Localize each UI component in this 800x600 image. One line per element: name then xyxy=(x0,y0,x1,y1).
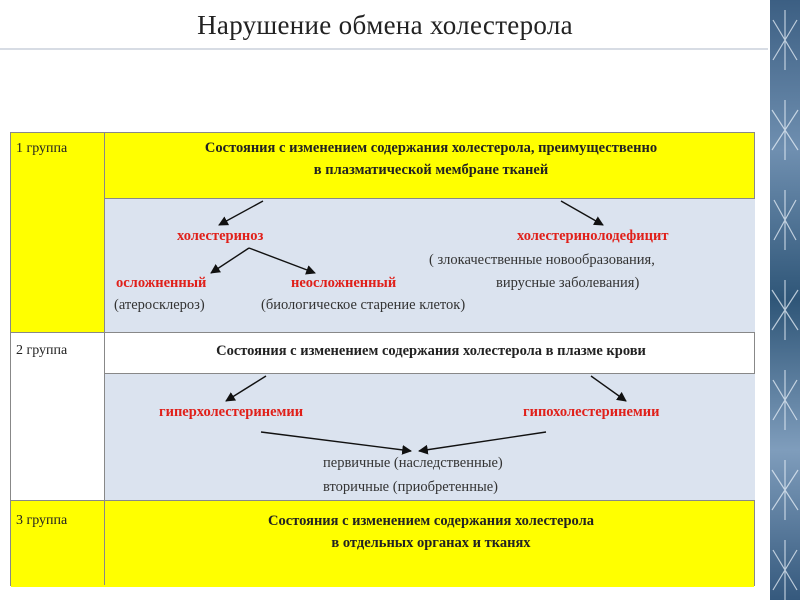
group3-label: 3 группа xyxy=(16,513,68,528)
group1-note-left-1: (атеросклероз) xyxy=(114,297,205,313)
title-divider xyxy=(0,48,768,50)
arrow-to-sub-left-2 xyxy=(248,247,316,275)
row-divider xyxy=(11,332,754,333)
group1-note-right-2: вирусные заболевания) xyxy=(496,275,640,291)
group3-row xyxy=(11,501,754,587)
group1-label: 1 группа xyxy=(16,141,68,156)
group1-sub-left-2: неосложненный xyxy=(291,275,397,291)
arrow-g2-merge-left xyxy=(260,431,412,455)
group1-note-right-1: ( злокачественные новообразования, xyxy=(429,252,655,268)
subrow-divider xyxy=(105,373,755,374)
group2-label: 2 группа xyxy=(16,343,68,358)
group1-heading-line2: в плазматической мембране тканей xyxy=(313,162,549,178)
group1-row xyxy=(11,133,754,198)
group3-heading-line2: в отдельных органах и тканях xyxy=(331,535,531,551)
group1-branch-right: холестеринолодефицит xyxy=(517,228,669,244)
arrows-layer xyxy=(210,200,627,455)
arrow-to-branch-right xyxy=(560,200,604,226)
arrow-to-branch-left xyxy=(218,200,264,226)
group3-heading-line1: Состояния с изменением содержания холест… xyxy=(268,513,594,529)
arrow-to-sub-left-1 xyxy=(210,247,250,274)
classification-table: 1 группа Состояния с изменением содержан… xyxy=(10,132,755,587)
group1-heading-line1: Состояния с изменением содержания холест… xyxy=(204,140,658,156)
group2-branch-left: гиперхолестеринемии xyxy=(159,404,304,420)
group2-branch-right: гипохолестеринемии xyxy=(523,404,660,420)
arrow-g2-left xyxy=(225,375,267,402)
column-divider xyxy=(104,133,105,585)
group1-label-cell xyxy=(11,198,104,332)
subrow-divider xyxy=(105,198,755,199)
group2-outcome-2: вторичные (приобретенные) xyxy=(323,479,498,495)
group1-branch-left: холестериноз xyxy=(177,228,264,244)
slide-title: Нарушение обмена холестерола xyxy=(197,10,573,40)
group2-outcome-1: первичные (наследственные) xyxy=(323,455,503,471)
group1-note-left-2: (биологическое старение клеток) xyxy=(261,297,466,313)
frost-decoration xyxy=(770,0,800,600)
group2-panel xyxy=(105,373,755,500)
arrow-g2-right xyxy=(590,375,627,402)
group2-heading: Состояния с изменением содержания холест… xyxy=(216,343,646,359)
frost-pattern-icon xyxy=(771,10,799,600)
arrow-g2-merge-right xyxy=(418,431,547,455)
group1-sub-left-1: осложненный xyxy=(116,275,207,291)
row-divider xyxy=(11,500,754,501)
